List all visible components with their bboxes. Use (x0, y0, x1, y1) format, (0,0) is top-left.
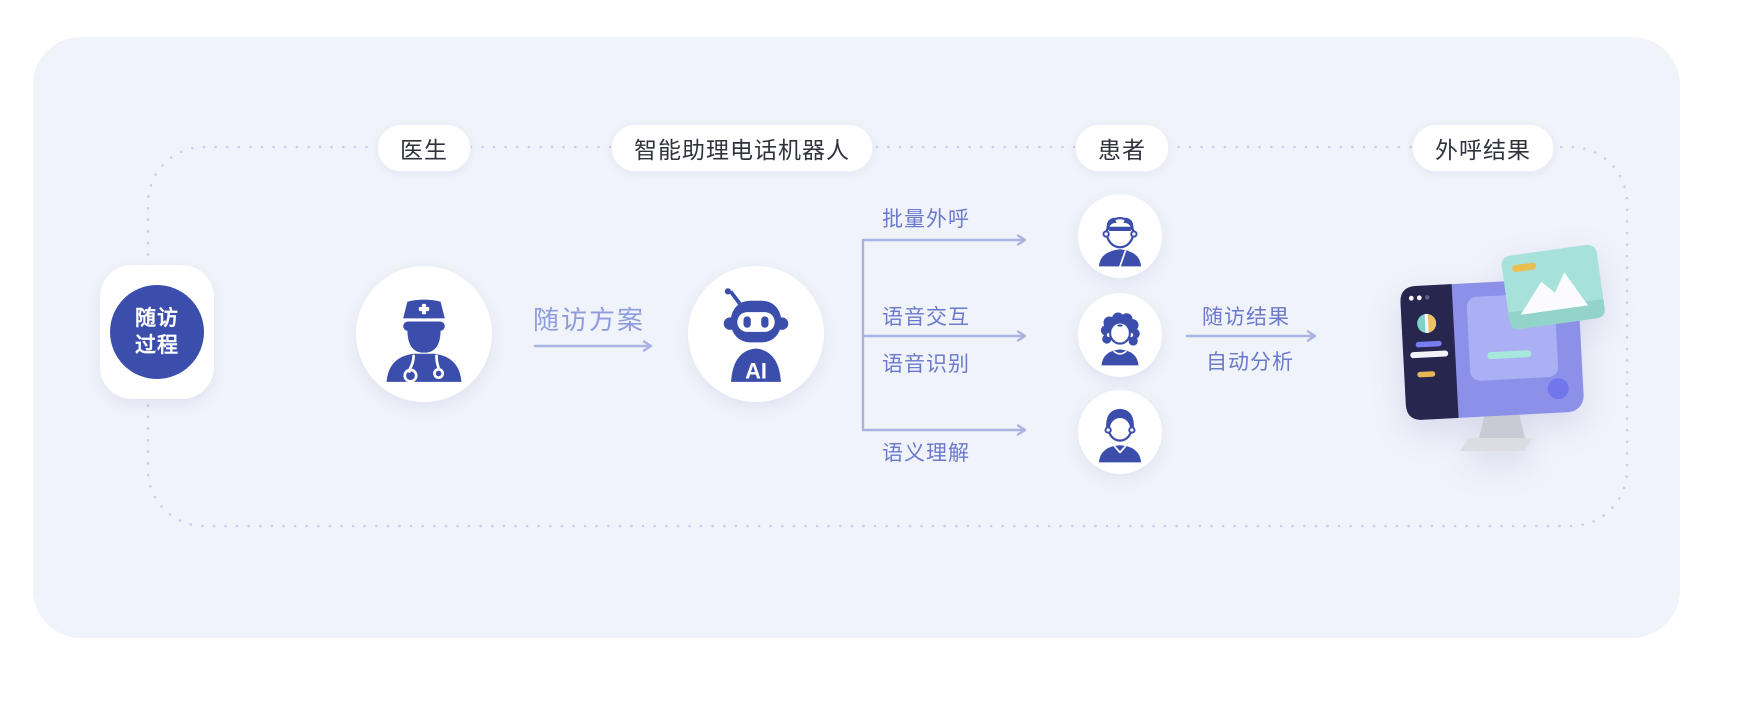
lane-label-assistant-text: 智能助理电话机器人 (634, 137, 850, 163)
label-voice-interaction: 语音交互 (882, 306, 970, 329)
patient-avatar-man (1078, 390, 1162, 474)
label-followup-result: 随访结果 (1202, 306, 1290, 329)
elderly-woman-icon (1100, 312, 1140, 366)
patient-avatar-elderly-woman (1078, 293, 1162, 377)
lane-label-patient: 患者 (1075, 124, 1169, 172)
process-badge-text: 随访过程 (135, 306, 179, 357)
patient-avatar-elderly-man (1078, 194, 1162, 278)
ai-robot-icon: AI (723, 288, 789, 384)
doctor-avatar (356, 266, 492, 402)
elderly-man-icon (1098, 217, 1142, 268)
label-semantic-understanding: 语义理解 (882, 442, 970, 465)
doctor-icon (386, 299, 462, 383)
ai-robot-text: AI (745, 359, 767, 384)
label-batch-outbound: 批量外呼 (882, 208, 970, 231)
label-auto-analysis: 自动分析 (1206, 351, 1294, 374)
mountain-icon (1520, 272, 1589, 315)
man-icon (1098, 408, 1142, 463)
mail-card (1501, 244, 1605, 330)
process-badge: 随访过程 (100, 265, 214, 399)
monitor-stand (1460, 414, 1533, 451)
ai-robot-avatar: AI (688, 266, 824, 402)
pie-chart-icon (1417, 313, 1437, 334)
monitor-illustration (1400, 244, 1605, 451)
lane-label-doctor: 医生 (377, 124, 471, 172)
lane-label-doctor-text: 医生 (400, 137, 448, 163)
label-voice-recognition: 语音识别 (882, 353, 970, 376)
lane-label-result-text: 外呼结果 (1435, 137, 1531, 163)
process-badge-circle: 随访过程 (110, 285, 204, 379)
lane-label-assistant: 智能助理电话机器人 (611, 124, 873, 172)
label-followup-plan: 随访方案 (533, 305, 646, 335)
lane-label-result: 外呼结果 (1412, 124, 1554, 172)
lane-label-patient-text: 患者 (1098, 137, 1146, 163)
